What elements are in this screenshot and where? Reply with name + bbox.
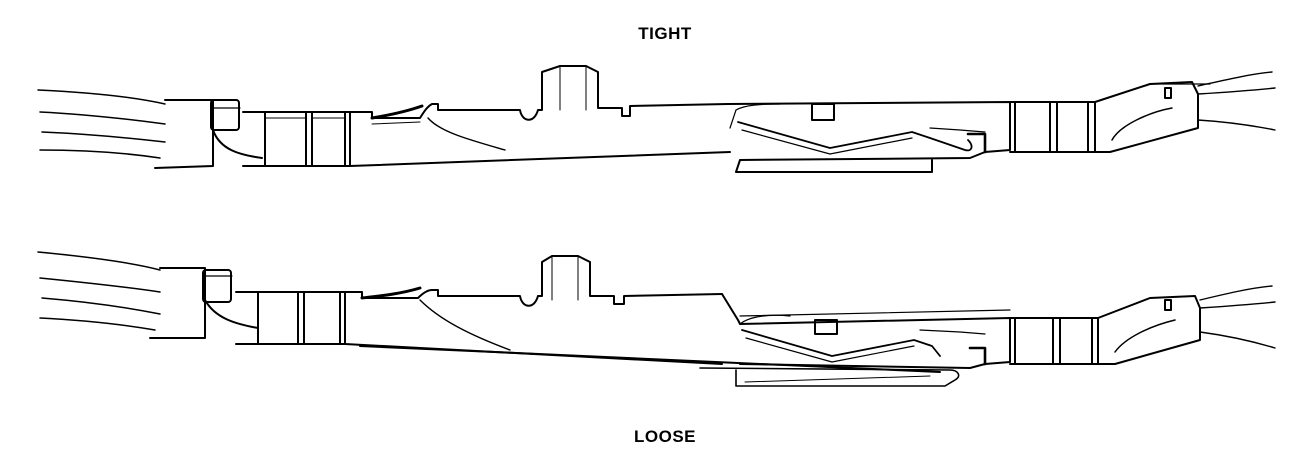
caption-loose: LOOSE (633, 427, 696, 446)
left-wire-bundle (38, 252, 160, 330)
right-crimp-bands (1010, 102, 1095, 152)
right-insulation-crimp (1098, 296, 1200, 364)
right-insulation-crimp (1095, 82, 1210, 152)
terminal-body (345, 256, 959, 386)
insulation-crimp (155, 100, 262, 168)
insulation-crimp (150, 268, 258, 338)
terminal-body (350, 66, 730, 166)
right-wire-bundle (1200, 286, 1275, 348)
left-wire-bundle (38, 90, 165, 158)
conductor-crimp-bands (236, 292, 345, 344)
caption-tight: TIGHT (638, 24, 692, 43)
contact-box (728, 102, 1010, 172)
conductor-crimp-bands (243, 112, 350, 166)
right-crimp-bands (1010, 318, 1098, 364)
right-wire-bundle (1198, 72, 1275, 130)
terminal-loose-drawing (0, 200, 1312, 430)
contact-box (722, 294, 1010, 368)
terminal-tight-drawing (0, 0, 1312, 200)
